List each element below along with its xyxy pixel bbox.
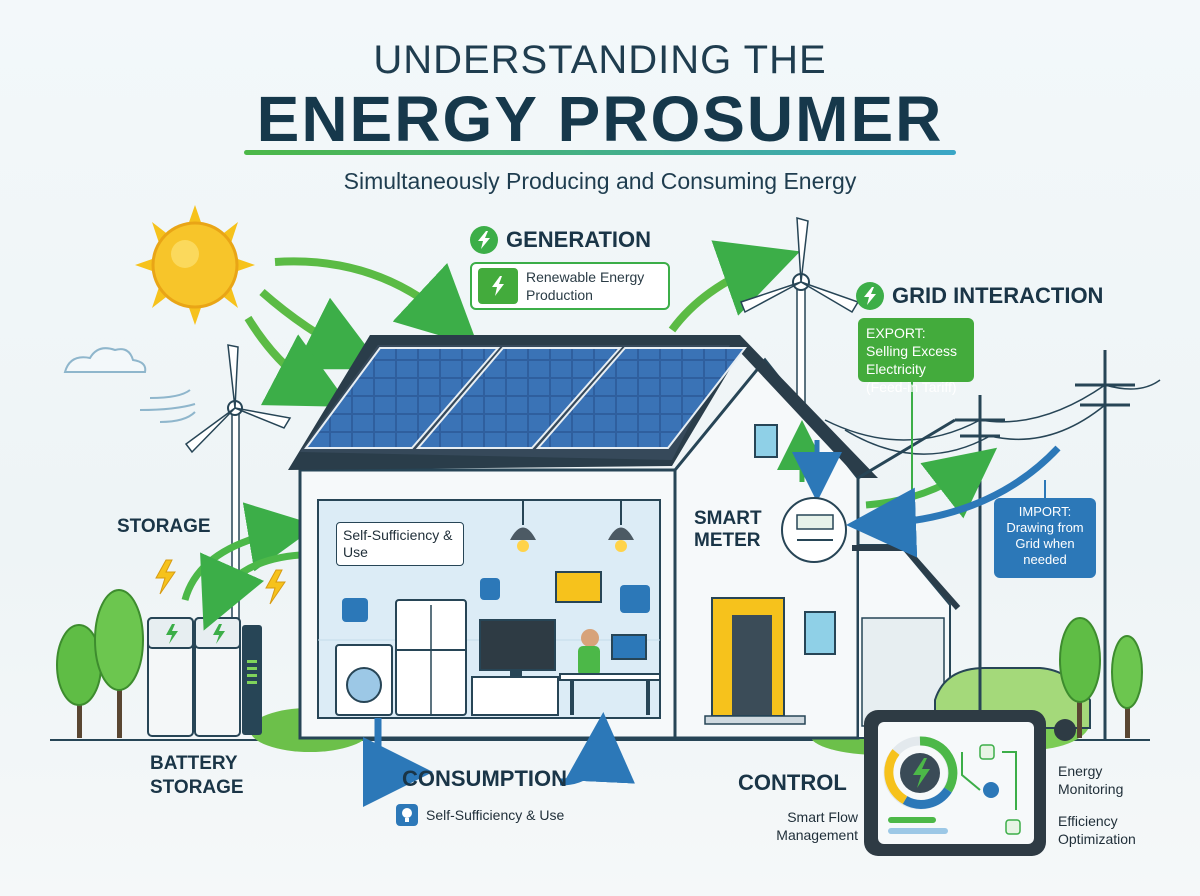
consumption-item: Self-Sufficiency & Use bbox=[396, 804, 564, 826]
side-window bbox=[804, 611, 836, 655]
consumption-item-text: Self-Sufficiency & Use bbox=[426, 807, 565, 823]
washing-machine-icon bbox=[342, 598, 368, 622]
consumption-arrow-up bbox=[559, 712, 635, 786]
wall-picture bbox=[555, 571, 602, 603]
washing-machine bbox=[335, 644, 393, 716]
power-lines bbox=[824, 379, 1161, 455]
bolt-icon bbox=[856, 282, 884, 310]
control-tablet bbox=[864, 710, 1046, 856]
tree bbox=[1059, 617, 1101, 738]
lightbulb-icon bbox=[396, 804, 418, 826]
sun-arrow bbox=[244, 315, 351, 407]
television bbox=[471, 619, 559, 716]
grid-heading: GRID INTERACTION bbox=[856, 282, 1103, 310]
smart-meter-label: SMART METER bbox=[694, 508, 762, 551]
attic-window bbox=[754, 424, 778, 458]
solar-spark-icon bbox=[478, 268, 518, 304]
subtitle: Simultaneously Producing and Consuming E… bbox=[343, 168, 857, 194]
tree bbox=[1111, 635, 1143, 738]
wind-turbine-left bbox=[184, 344, 292, 621]
smart-meter-device bbox=[781, 497, 847, 563]
bolt-icon bbox=[470, 226, 498, 254]
consumption-heading: CONSUMPTION bbox=[402, 766, 567, 792]
monitor-icon bbox=[620, 585, 650, 613]
tree bbox=[94, 589, 144, 738]
garage bbox=[852, 544, 961, 739]
export-box: EXPORT: Selling Excess Electricity (Feed… bbox=[858, 318, 974, 395]
generation-box-text: Renewable Energy Production bbox=[526, 269, 645, 303]
self-sufficiency-label: Self-Sufficiency & Use bbox=[336, 522, 464, 566]
grid-heading-text: GRID INTERACTION bbox=[892, 283, 1104, 308]
door-step bbox=[704, 715, 806, 725]
bolt-icon bbox=[155, 559, 176, 595]
export-arrow bbox=[865, 447, 998, 519]
consumption-heading-text: CONSUMPTION bbox=[402, 766, 567, 791]
wind-lines-icon bbox=[139, 389, 196, 423]
generation-box: Renewable Energy Production bbox=[470, 262, 670, 310]
import-arrow bbox=[846, 445, 1061, 558]
wind-turbine-right bbox=[740, 217, 860, 441]
battery-storage-label: BATTERY STORAGE bbox=[150, 753, 244, 798]
ceiling-lamp bbox=[608, 500, 634, 552]
control-heading: CONTROL bbox=[738, 770, 847, 796]
title-line-1: UNDERSTANDING THE bbox=[373, 38, 827, 82]
storage-discharge-arrow bbox=[200, 551, 301, 631]
generation-heading: GENERATION bbox=[470, 226, 651, 254]
person-at-desk bbox=[559, 629, 661, 715]
control-heading-text: CONTROL bbox=[738, 770, 847, 795]
storage-heading: STORAGE bbox=[117, 516, 211, 537]
page-title: ENERGY PROSUMER bbox=[256, 83, 944, 155]
generation-arrow bbox=[668, 240, 801, 333]
title-underline bbox=[244, 150, 956, 155]
generation-heading-text: GENERATION bbox=[506, 227, 652, 252]
efficiency-optimization-label: Efficiency Optimization bbox=[1058, 813, 1136, 847]
bolt-icon bbox=[265, 569, 286, 605]
sun-arrow bbox=[259, 289, 384, 370]
front-door bbox=[711, 597, 785, 717]
solar-panels bbox=[304, 347, 748, 449]
smart-flow-label: Smart Flow Management bbox=[776, 809, 858, 843]
fridge-icon bbox=[480, 578, 500, 600]
import-box: IMPORT: Drawing from Grid when needed bbox=[994, 498, 1096, 578]
energy-monitoring-label: Energy Monitoring bbox=[1058, 763, 1124, 797]
battery-storage-unit bbox=[147, 617, 262, 737]
cloud-icon bbox=[63, 347, 147, 373]
consumption-arrow-down bbox=[363, 718, 433, 807]
ceiling-lamp bbox=[510, 500, 536, 552]
refrigerator bbox=[395, 599, 467, 716]
sun-icon bbox=[135, 205, 255, 325]
sun-arrow bbox=[274, 257, 479, 347]
